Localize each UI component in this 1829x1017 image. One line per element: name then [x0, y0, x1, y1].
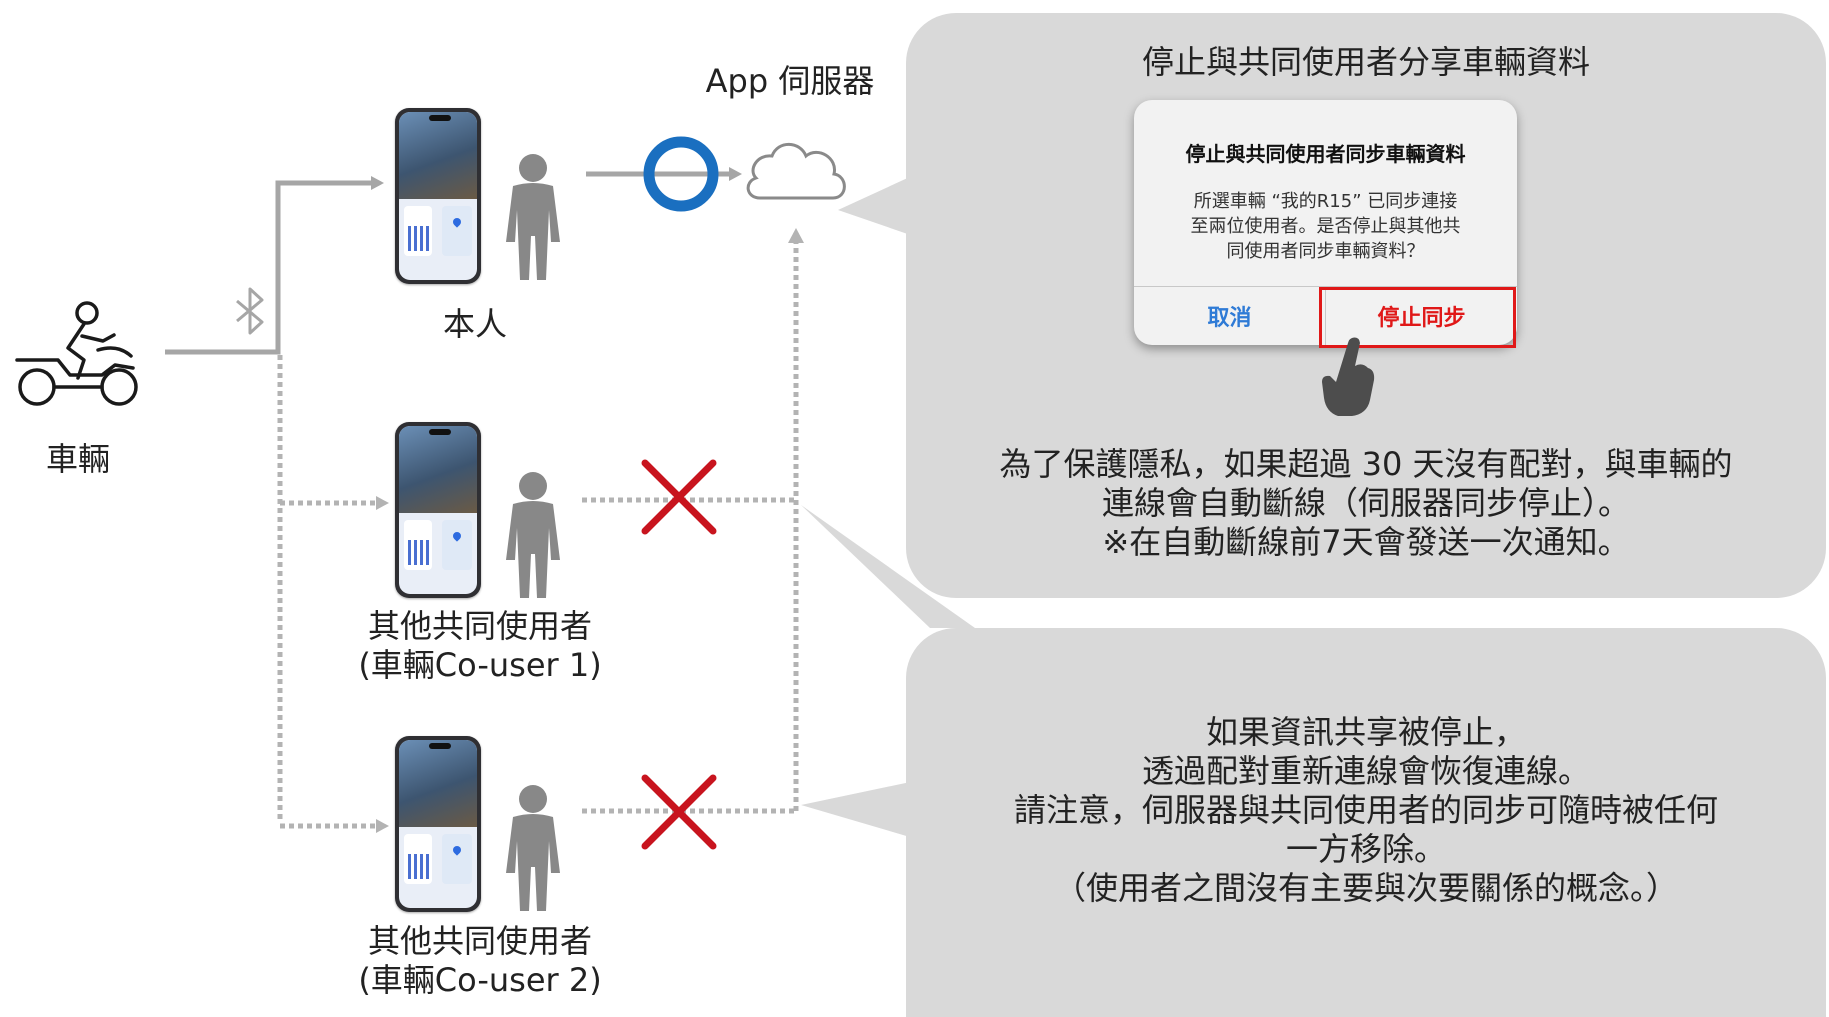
- cancel-button[interactable]: 取消: [1207, 306, 1252, 331]
- person-icon: [506, 154, 560, 280]
- stop-sync-button[interactable]: 停止同步: [1377, 306, 1466, 331]
- arrowhead-owner: [371, 176, 384, 190]
- callout-top-tail: [838, 170, 925, 240]
- arrowhead-up-server: [788, 228, 804, 243]
- tap-hand-icon: [1322, 337, 1375, 416]
- callout-bottom-body: 如果資訊共享被停止， 透過配對重新連線會恢復連線。 請注意，伺服器與共同使用者的…: [1013, 713, 1718, 908]
- bluetooth-icon: [236, 287, 264, 335]
- motorcycle-rider-icon: [15, 301, 138, 406]
- callout-bottom: 如果資訊共享被停止， 透過配對重新連線會恢復連線。 請注意，伺服器與共同使用者的…: [906, 628, 1826, 1017]
- callout-bottom-tail: [801, 505, 975, 628]
- arrowhead-co-user-2: [376, 819, 389, 833]
- app-screen: [399, 740, 477, 908]
- person-icon: [506, 472, 560, 598]
- red-x-icon: [641, 459, 717, 535]
- callout-top-title: 停止與共同使用者分享車輛資料: [1141, 43, 1590, 81]
- co-user-2-label: 其他共同使用者 (車輛Co-user 2): [358, 922, 602, 1000]
- phone-co-user-1: [395, 422, 481, 598]
- vehicle-label: 車輛: [45, 440, 110, 478]
- app-screen: [399, 112, 477, 280]
- person-icon: [506, 785, 560, 911]
- app-screen: [399, 426, 477, 594]
- phone-owner: [395, 108, 481, 284]
- server-label: App 伺服器: [705, 62, 875, 100]
- phone-co-user-2: [395, 736, 481, 912]
- stop-sync-dialog: 停止與共同使用者同步車輛資料 所選車輛 “我的R15” 已同步連接 至兩位使用者…: [1134, 100, 1517, 345]
- line-vehicle-to-owner: [165, 180, 377, 355]
- stop-sync-highlight: [1319, 287, 1516, 348]
- arrowhead-co-user-1: [376, 496, 389, 510]
- callout-top-body: 為了保護隱私，如果超過 30 天沒有配對，與車輛的 連線會自動斷線（伺服器同步停…: [999, 445, 1733, 562]
- blue-circle-icon: [643, 136, 719, 212]
- dialog-message: 所選車輛 “我的R15” 已同步連接 至兩位使用者。是否停止與其他共 同使用者同…: [1190, 191, 1461, 262]
- callout-bottom-tail-2: [801, 780, 920, 840]
- cloud-icon: [746, 142, 846, 200]
- co-user-1-label: 其他共同使用者 (車輛Co-user 1): [358, 607, 602, 685]
- owner-label: 本人: [442, 305, 507, 343]
- red-x-icon: [641, 774, 717, 850]
- arrowhead-server: [729, 167, 742, 181]
- dialog-title: 停止與共同使用者同步車輛資料: [1185, 142, 1466, 166]
